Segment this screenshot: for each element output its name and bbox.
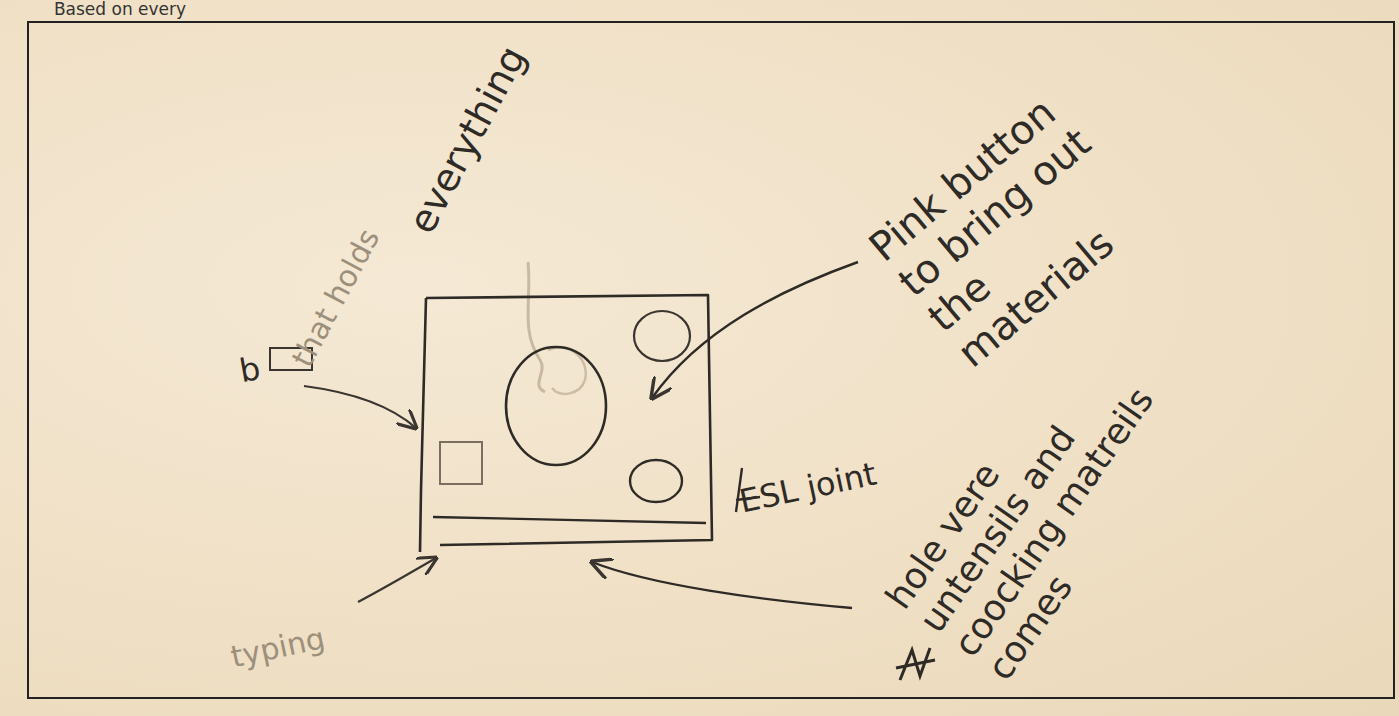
leader-arrow <box>652 262 858 398</box>
callout-text: everything <box>401 39 536 241</box>
machine-box-side <box>420 298 426 552</box>
erased-mark <box>528 262 545 392</box>
page-frame <box>28 22 1394 698</box>
faint-callout-text: typing <box>228 621 328 674</box>
hole-line <box>433 517 706 523</box>
small-button <box>634 311 690 361</box>
callout-text: Pink button to bring out the materials <box>860 74 1170 376</box>
pink-button <box>506 347 606 465</box>
callout-text: ESL joint <box>736 456 879 521</box>
leader-arrow <box>304 386 416 428</box>
typing-pad <box>440 442 482 484</box>
callout-text: b <box>237 350 263 390</box>
faint-callout-text: that holds <box>285 223 386 372</box>
leader-arrow <box>358 558 436 602</box>
small-button <box>630 460 682 502</box>
callout-text: hole vere untensils and coocking matreil… <box>878 322 1203 687</box>
leader-arrow <box>592 562 852 608</box>
page-heading: Based on every <box>54 0 186 20</box>
scribble <box>896 648 935 680</box>
machine-box <box>426 295 712 545</box>
